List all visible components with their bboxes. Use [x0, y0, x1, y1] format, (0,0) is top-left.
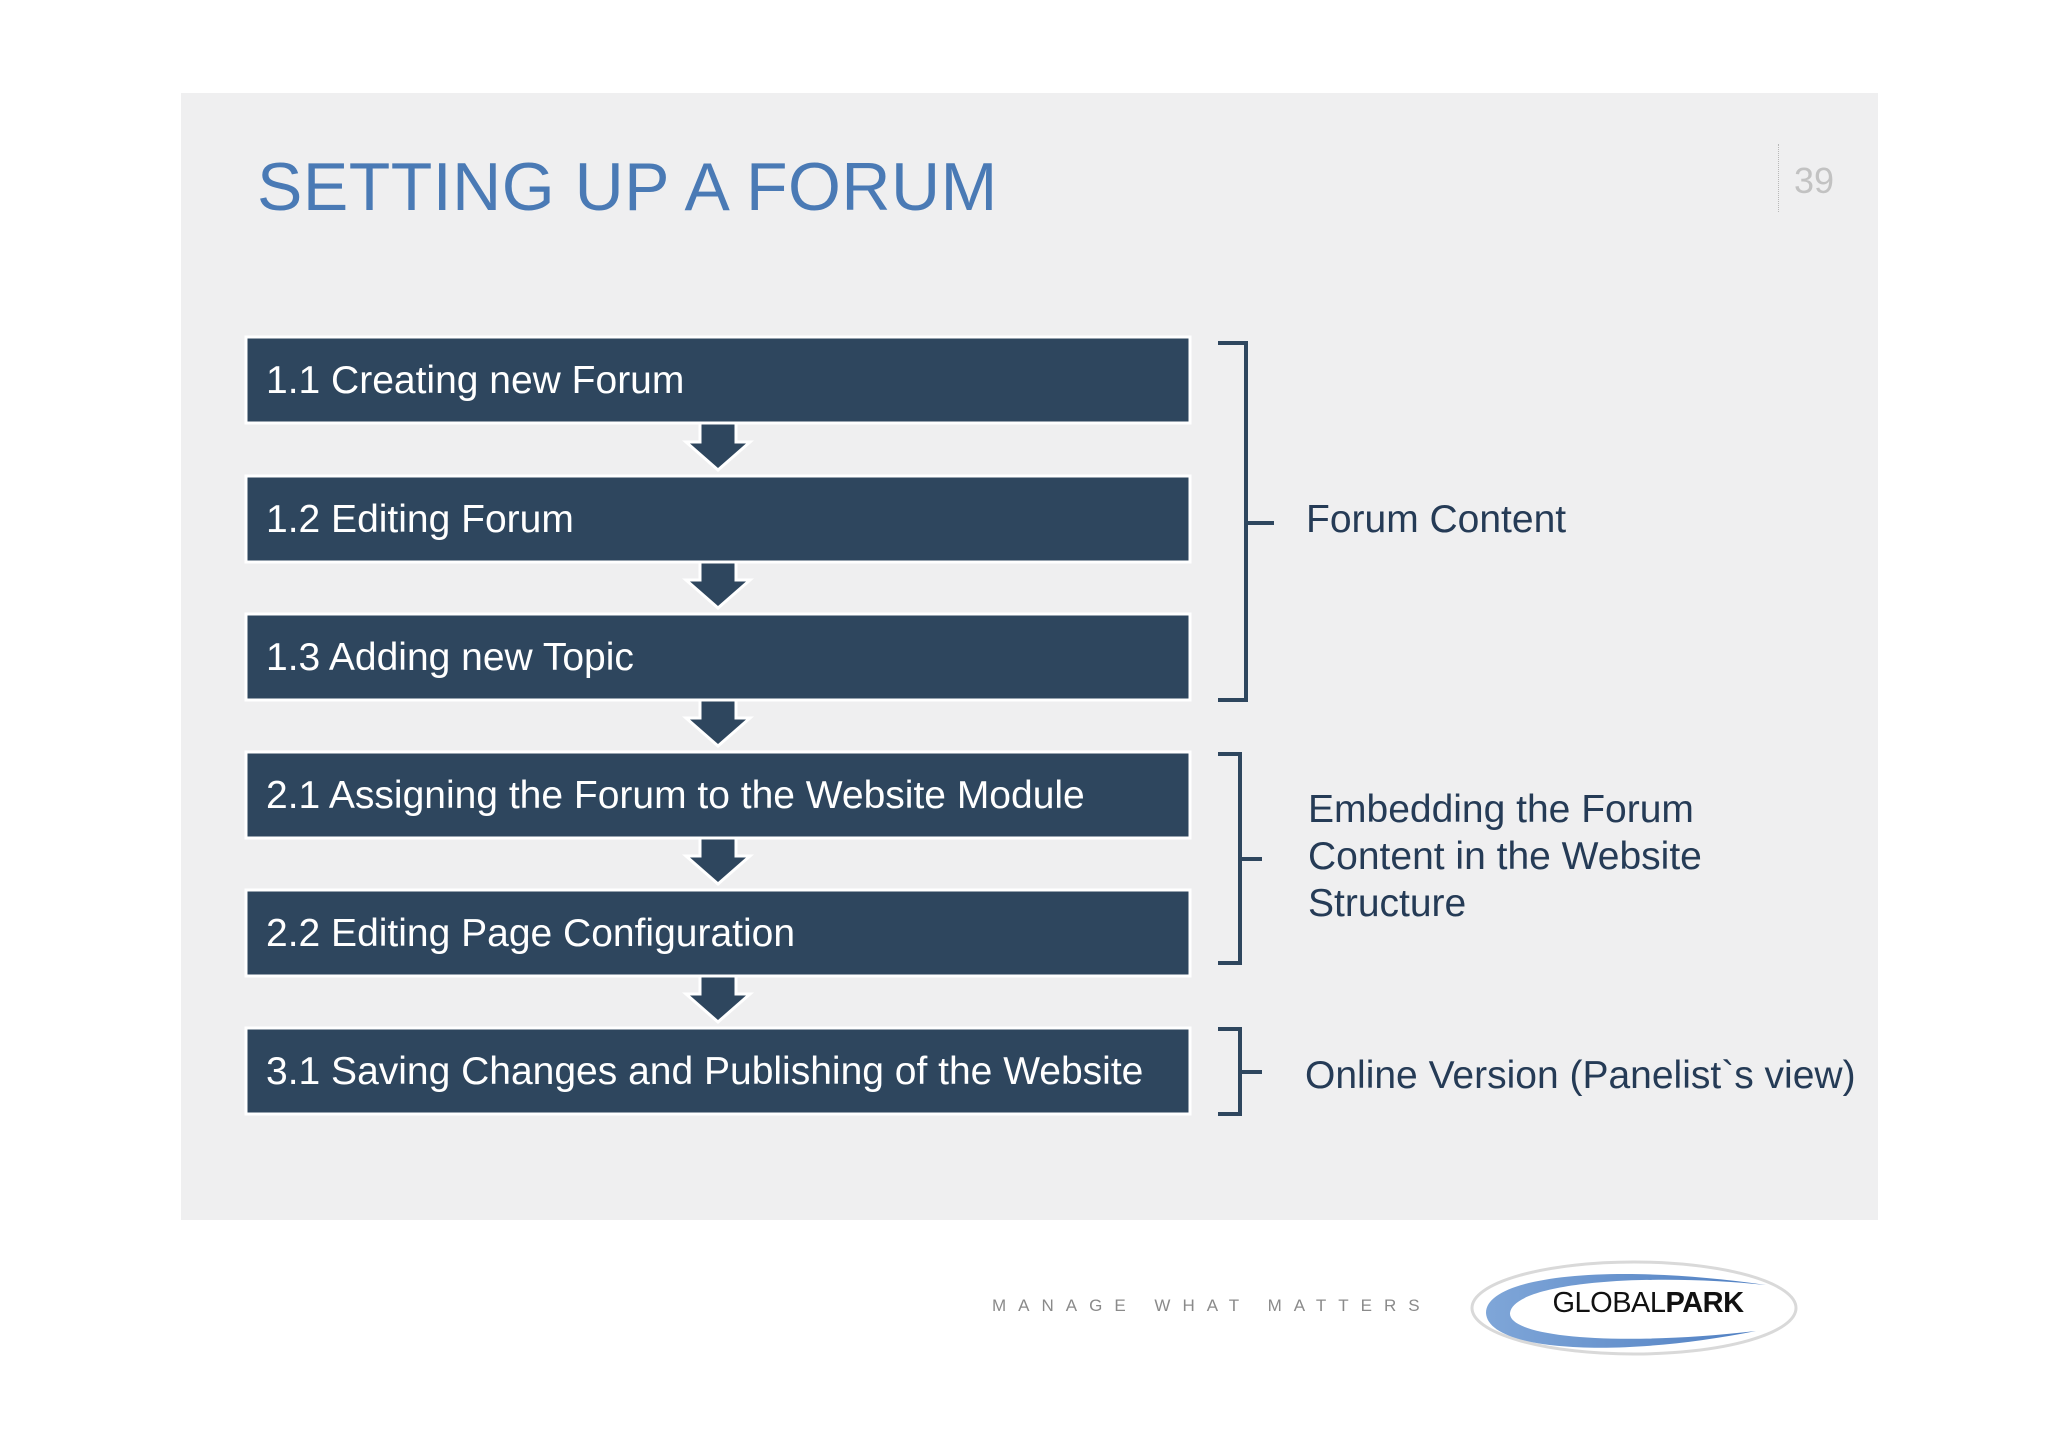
group-label-embedding-line-2: Content in the Website — [1308, 835, 1702, 878]
right-brace-icon — [1218, 752, 1262, 965]
step-box-1-1: 1.1 Creating new Forum — [244, 335, 1192, 425]
group-label-online-version: Online Version (Panelist`s view) — [1305, 1054, 1856, 1097]
logo-text-bold: PARK — [1665, 1287, 1745, 1319]
page-number-divider — [1778, 144, 1779, 212]
step-label: 1.1 Creating new Forum — [266, 359, 684, 402]
logo-text-light: GLOBAL — [1552, 1287, 1666, 1319]
down-arrow-icon — [682, 836, 754, 886]
step-label: 1.2 Editing Forum — [266, 498, 574, 541]
globalpark-logo — [1470, 1260, 1798, 1356]
right-brace-icon — [1218, 1027, 1262, 1116]
step-box-1-2: 1.2 Editing Forum — [244, 474, 1192, 564]
down-arrow-icon — [682, 698, 754, 748]
step-label: 2.1 Assigning the Forum to the Website M… — [266, 774, 1085, 817]
step-box-3-1: 3.1 Saving Changes and Publishing of the… — [244, 1026, 1192, 1116]
step-label: 2.2 Editing Page Configuration — [266, 912, 795, 955]
logo-wordmark: GLOBALPARK — [1528, 1287, 1768, 1320]
step-box-1-3: 1.3 Adding new Topic — [244, 612, 1192, 702]
down-arrow-icon — [682, 560, 754, 610]
step-label: 1.3 Adding new Topic — [266, 636, 634, 679]
group-label-embedding-line-1: Embedding the Forum — [1308, 788, 1694, 831]
footer-tagline: MANAGE WHAT MATTERS — [992, 1296, 1432, 1315]
step-box-2-2: 2.2 Editing Page Configuration — [244, 888, 1192, 978]
right-brace-icon — [1218, 341, 1274, 702]
down-arrow-icon — [682, 974, 754, 1024]
page-number: 39 — [1794, 160, 1835, 201]
step-label: 3.1 Saving Changes and Publishing of the… — [266, 1050, 1143, 1093]
slide-title: SETTING UP A FORUM — [257, 149, 998, 225]
down-arrow-icon — [682, 421, 754, 472]
group-label-forum-content: Forum Content — [1306, 498, 1566, 541]
step-box-2-1: 2.1 Assigning the Forum to the Website M… — [244, 750, 1192, 840]
group-label-embedding-line-3: Structure — [1308, 882, 1466, 925]
